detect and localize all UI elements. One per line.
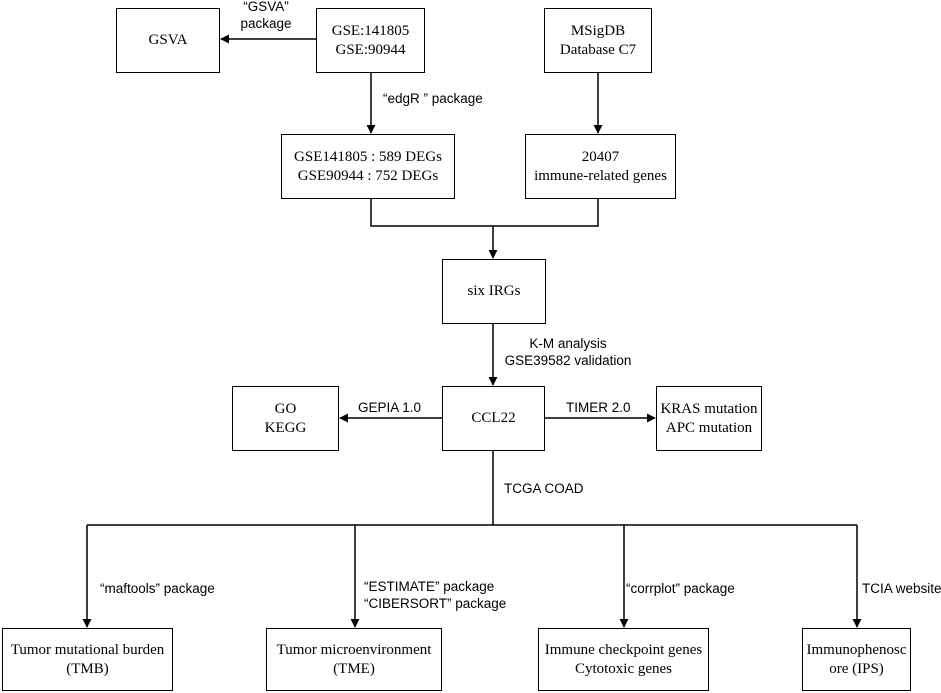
text-line: immune-related genes [534,167,667,184]
edge-label-corrplot: “corrplot” package [626,580,735,597]
text-line: GSE39582 validation [504,353,632,368]
text-line: Database C7 [559,41,637,58]
text-line: APC mutation [665,419,753,436]
edge-label-maftools: “maftools” package [100,580,215,597]
text-line: Immune checkpoint genes [544,641,703,658]
text-line: ore (IPS) [829,660,884,677]
text-line: GEPIA 1.0 [358,400,422,415]
edge-label-estimate-cibersort: “ESTIMATE” package “CIBERSORT” package [364,578,506,612]
text-line: GSE141805 : 589 DEGs [294,148,442,165]
node-tme: Tumor microenvironment (TME) [266,628,442,691]
text-line: CCL22 [471,410,516,426]
text-line: Cytotoxic genes [574,660,673,677]
text-line: GSE:90944 [335,41,406,58]
text-line: “ESTIMATE” package [364,579,495,594]
node-msigdb: MSigDB Database C7 [544,8,652,73]
node-six-irgs: six IRGs [442,259,546,324]
text-line: GO [274,400,297,417]
text-line: “edgR ” package [383,91,483,106]
text-line: KRAS mutation [660,400,758,417]
text-line: GSE90944 : 752 DEGs [297,167,439,184]
edge-label-tcga-coad: TCGA COAD [504,480,584,497]
text-line: “CIBERSORT” package [364,596,507,611]
node-ips: Immunophenosc ore (IPS) [802,628,911,691]
text-line: six IRGs [467,283,521,299]
text-line: Immunophenosc [806,641,907,658]
node-gsva: GSVA [116,8,220,73]
text-line: TCGA COAD [504,481,584,496]
node-immune-genes: 20407 immune-related genes [525,134,676,199]
edge-label-tcia: TCIA website [862,580,941,597]
merge-line [370,199,599,227]
text-line: TIMER 2.0 [566,400,631,415]
edge-label-gepia: GEPIA 1.0 [358,399,421,416]
text-line: KEGG [264,419,307,436]
edge-label-edger-package: “edgR ” package [383,90,483,107]
text-line: Tumor microenvironment [276,641,432,658]
text-line: “corrplot” package [626,581,735,596]
text-line: package [240,16,292,31]
text-line: K-M analysis [529,336,607,351]
text-line: “maftools” package [100,581,215,596]
text-line: Tumor mutational burden [10,641,165,658]
node-ccl22: CCL22 [442,386,545,451]
node-tmb: Tumor mutational burden (TMB) [2,628,173,691]
edge-label-timer: TIMER 2.0 [566,399,631,416]
text-line: MSigDB [570,22,626,39]
text-line: (TMB) [66,660,109,677]
text-line: (TME) [333,660,375,677]
text-line: GSE:141805 [331,22,410,39]
node-go-kegg: GO KEGG [232,386,339,451]
text-line: GSVA [148,32,188,48]
edge-label-gsva-package: “GSVA” package [240,0,291,32]
text-line: “GSVA” [243,0,289,14]
text-line: TCIA website [862,581,941,596]
text-line: 20407 [581,148,620,165]
